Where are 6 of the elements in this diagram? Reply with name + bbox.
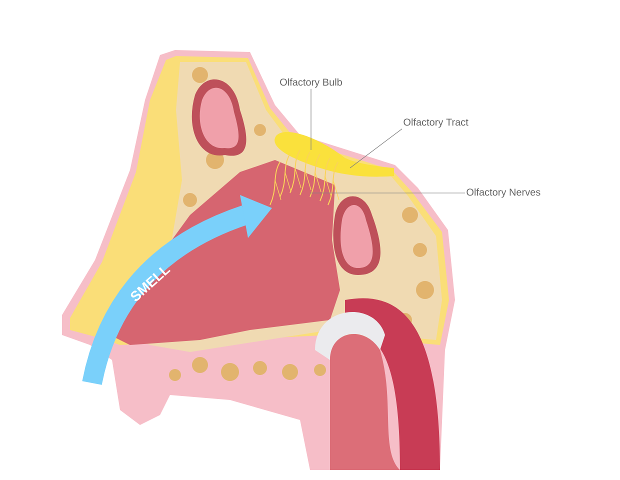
leader-line bbox=[310, 88, 312, 150]
part-label: Olfactory Bulb bbox=[280, 78, 342, 88]
leader-line bbox=[310, 192, 466, 194]
leader-line bbox=[350, 128, 402, 168]
part-label: Olfactory Nerves bbox=[466, 188, 540, 198]
part-label: Olfactory Tract bbox=[404, 118, 468, 128]
